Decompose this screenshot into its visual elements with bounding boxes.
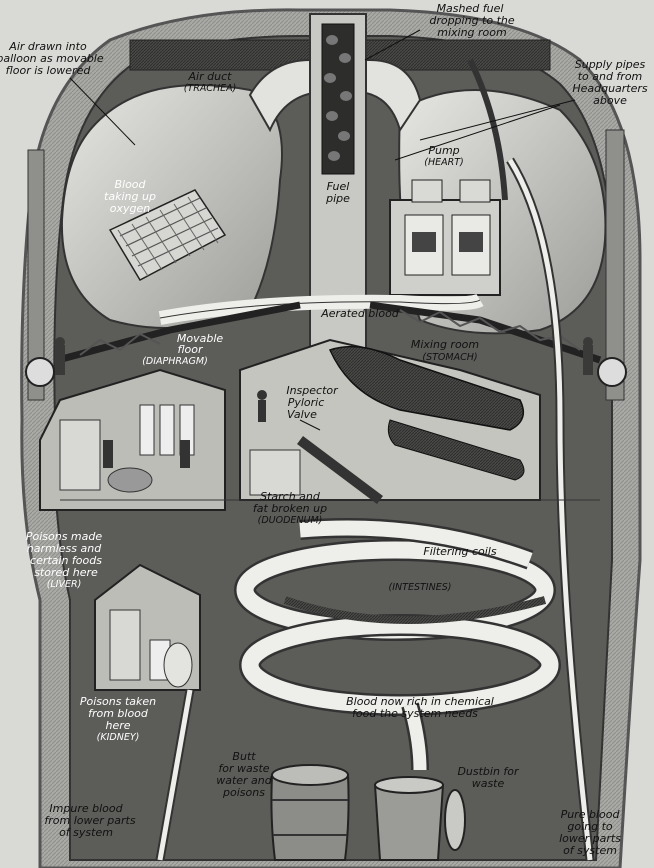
svg-text:lower parts: lower parts <box>559 832 621 845</box>
label-liver: Poisons made harmless and certain foods … <box>26 530 103 590</box>
label-intestines: (INTESTINES) <box>389 582 452 593</box>
svg-text:(LIVER): (LIVER) <box>47 579 82 590</box>
svg-text:fat broken up: fat broken up <box>253 502 327 515</box>
label-dustbin: Dustbin for waste <box>457 765 520 790</box>
label-mashed-fuel: Mashed fuel dropping to the mixing room <box>429 2 515 39</box>
svg-text:(HEART): (HEART) <box>424 157 463 168</box>
svg-text:Inspector: Inspector <box>286 384 339 397</box>
svg-text:(KIDNEY): (KIDNEY) <box>97 732 140 743</box>
svg-text:Headquarters: Headquarters <box>572 82 648 95</box>
label-pure-blood: Pure blood going to lower parts of syste… <box>559 808 621 857</box>
svg-text:Pyloric: Pyloric <box>288 396 325 409</box>
svg-text:mixing room: mixing room <box>437 26 507 39</box>
svg-text:(DIAPHRAGM): (DIAPHRAGM) <box>142 356 208 367</box>
label-filtering-coils: Filtering coils <box>423 545 496 558</box>
label-kidney: Poisons taken from blood here (KIDNEY) <box>80 695 156 743</box>
svg-text:here: here <box>105 719 130 732</box>
label-fuel-pipe: Fuel pipe <box>325 180 350 205</box>
air-duct-trachea <box>248 59 422 133</box>
intestine-coils <box>234 518 561 771</box>
label-air-duct: Air duct (TRACHEA) <box>184 70 237 94</box>
svg-text:Blood: Blood <box>114 178 146 191</box>
svg-text:(DUODENUM): (DUODENUM) <box>258 515 323 526</box>
svg-text:Pure blood: Pure blood <box>561 808 621 821</box>
svg-text:Valve: Valve <box>287 408 317 421</box>
label-pump: Pump (HEART) <box>424 144 463 168</box>
left-column <box>27 149 45 401</box>
stomach-mixing-room <box>239 338 541 504</box>
svg-text:Mashed fuel: Mashed fuel <box>437 2 504 15</box>
svg-text:(STOMACH): (STOMACH) <box>422 352 477 363</box>
svg-text:Movable: Movable <box>177 332 224 345</box>
svg-text:harmless and: harmless and <box>27 542 102 555</box>
svg-text:going to: going to <box>567 820 613 833</box>
right-winch <box>583 337 627 387</box>
svg-text:for waste: for waste <box>218 762 269 775</box>
svg-text:of system: of system <box>59 826 113 839</box>
svg-text:stored here: stored here <box>34 566 98 579</box>
svg-text:Air duct: Air duct <box>188 70 233 83</box>
svg-text:of system: of system <box>563 844 617 857</box>
svg-text:floor is lowered: floor is lowered <box>6 64 92 77</box>
label-supply-pipes: Supply pipes to and from Headquarters ab… <box>572 58 648 107</box>
svg-text:to and from: to and from <box>578 70 643 83</box>
svg-text:Impure blood: Impure blood <box>49 802 123 815</box>
svg-text:taking up: taking up <box>104 190 156 203</box>
svg-text:Poisons taken: Poisons taken <box>80 695 156 708</box>
svg-text:Dustbin for: Dustbin for <box>457 765 520 778</box>
svg-text:balloon as movable: balloon as movable <box>0 52 104 65</box>
label-air-balloon: Air drawn into balloon as movable floor … <box>0 40 104 77</box>
svg-text:(TRACHEA): (TRACHEA) <box>184 83 237 94</box>
svg-text:Pump: Pump <box>428 144 459 157</box>
svg-text:Starch and: Starch and <box>260 490 321 503</box>
label-blood-oxygen: Blood taking up oxygen <box>104 178 156 215</box>
label-starch: Starch and fat broken up (DUODENUM) <box>253 490 327 526</box>
label-movable-floor: Movable floor (DIAPHRAGM) <box>142 332 223 367</box>
oxygen-radiator <box>108 189 227 281</box>
supply-pipe <box>467 58 508 201</box>
svg-text:pipe: pipe <box>325 192 350 205</box>
waste-water-butt <box>270 764 350 861</box>
label-impure-blood: Impure blood from lower parts of system <box>44 802 135 839</box>
label-blood-rich: Blood now rich in chemical food the syst… <box>346 695 494 720</box>
fuel-lumps <box>324 35 352 161</box>
label-butt: Butt for waste water and poisons <box>216 750 273 799</box>
label-mixing-room: Mixing room (STOMACH) <box>411 338 479 363</box>
svg-text:certain foods: certain foods <box>30 554 102 567</box>
label-aerated-blood: Aerated blood <box>320 307 400 320</box>
svg-text:Fuel: Fuel <box>327 180 350 193</box>
svg-text:from lower parts: from lower parts <box>44 814 135 827</box>
svg-text:Supply pipes: Supply pipes <box>575 58 646 71</box>
svg-text:water and: water and <box>216 774 273 787</box>
svg-text:floor: floor <box>177 343 204 356</box>
svg-text:Butt: Butt <box>232 750 256 763</box>
svg-text:Blood now rich in chemical: Blood now rich in chemical <box>346 695 494 708</box>
svg-text:dropping to the: dropping to the <box>429 14 515 27</box>
svg-text:oxygen: oxygen <box>110 202 150 215</box>
svg-text:Poisons made: Poisons made <box>26 530 103 543</box>
right-column <box>605 129 625 401</box>
svg-text:Mixing room: Mixing room <box>411 338 479 351</box>
waste-dustbin <box>373 776 466 861</box>
pump-heart <box>389 179 501 296</box>
kidney-room <box>94 563 201 691</box>
svg-text:food the system needs: food the system needs <box>352 707 478 720</box>
svg-text:Air drawn into: Air drawn into <box>8 40 87 53</box>
liver-room <box>39 368 226 511</box>
svg-text:poisons: poisons <box>222 786 265 799</box>
left-winch <box>25 337 65 387</box>
svg-text:above: above <box>593 94 627 107</box>
label-inspector: Inspector Pyloric Valve <box>286 384 339 421</box>
leader-lines <box>69 29 576 431</box>
svg-text:from blood: from blood <box>88 707 149 720</box>
svg-text:waste: waste <box>472 777 505 790</box>
